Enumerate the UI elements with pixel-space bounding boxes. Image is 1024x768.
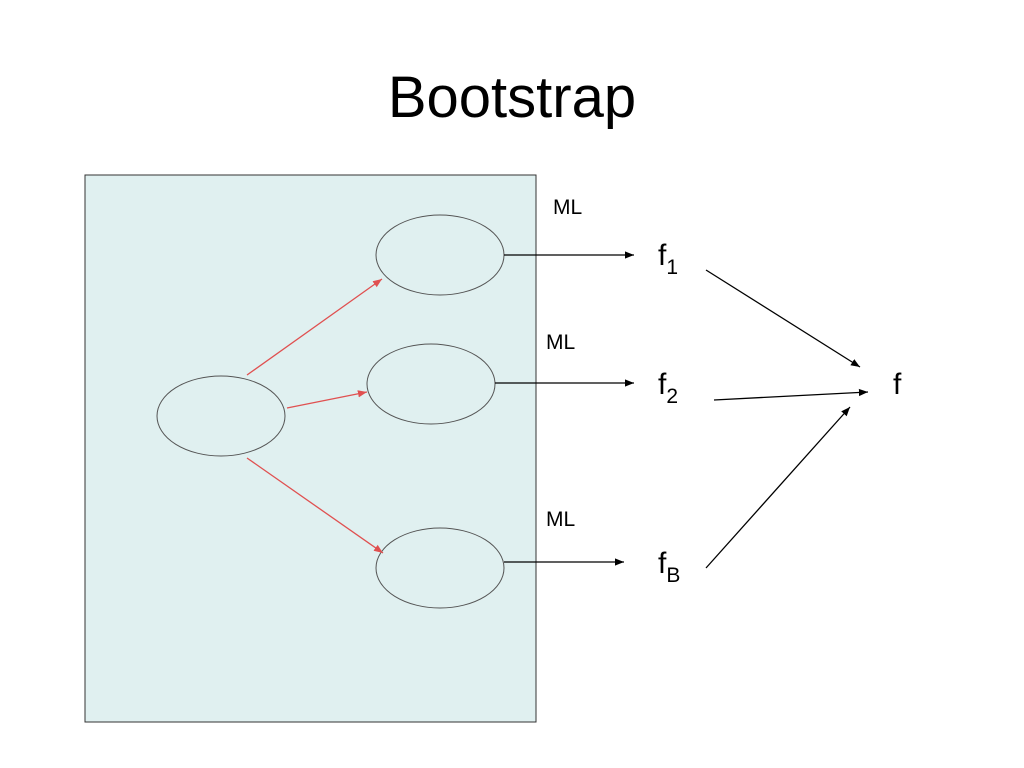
model-label-b-base: f bbox=[658, 547, 667, 580]
slide-title: Bootstrap bbox=[387, 65, 637, 130]
aggregate-arrow-1 bbox=[705, 269, 861, 368]
original-dataset-ellipse bbox=[156, 375, 286, 457]
model-label-1: f1 bbox=[658, 239, 678, 279]
aggregate-arrow-b bbox=[705, 406, 851, 569]
aggregate-model-label: f bbox=[893, 368, 902, 401]
ml-label-2: ML bbox=[546, 331, 575, 354]
model-label-b: fB bbox=[658, 547, 680, 587]
model-label-b-subscript: B bbox=[666, 564, 680, 587]
ml-label-b: ML bbox=[546, 508, 575, 531]
ml-label-1: ML bbox=[553, 196, 582, 219]
aggregate-arrow-2 bbox=[713, 388, 869, 401]
model-label-2-subscript: 2 bbox=[666, 385, 678, 408]
model-label-1-subscript: 1 bbox=[666, 256, 678, 279]
bootstrap-sample-2-ellipse bbox=[366, 343, 496, 425]
resample-arrow-b bbox=[246, 457, 384, 554]
model-label-1-base: f bbox=[658, 239, 667, 272]
bootstrap-sample-b-ellipse bbox=[375, 527, 505, 609]
data-panel bbox=[84, 174, 537, 723]
model-label-2: f2 bbox=[658, 368, 678, 408]
model-label-2-base: f bbox=[658, 368, 667, 401]
resample-arrow-1 bbox=[246, 278, 383, 376]
resample-arrow-2 bbox=[286, 390, 368, 409]
